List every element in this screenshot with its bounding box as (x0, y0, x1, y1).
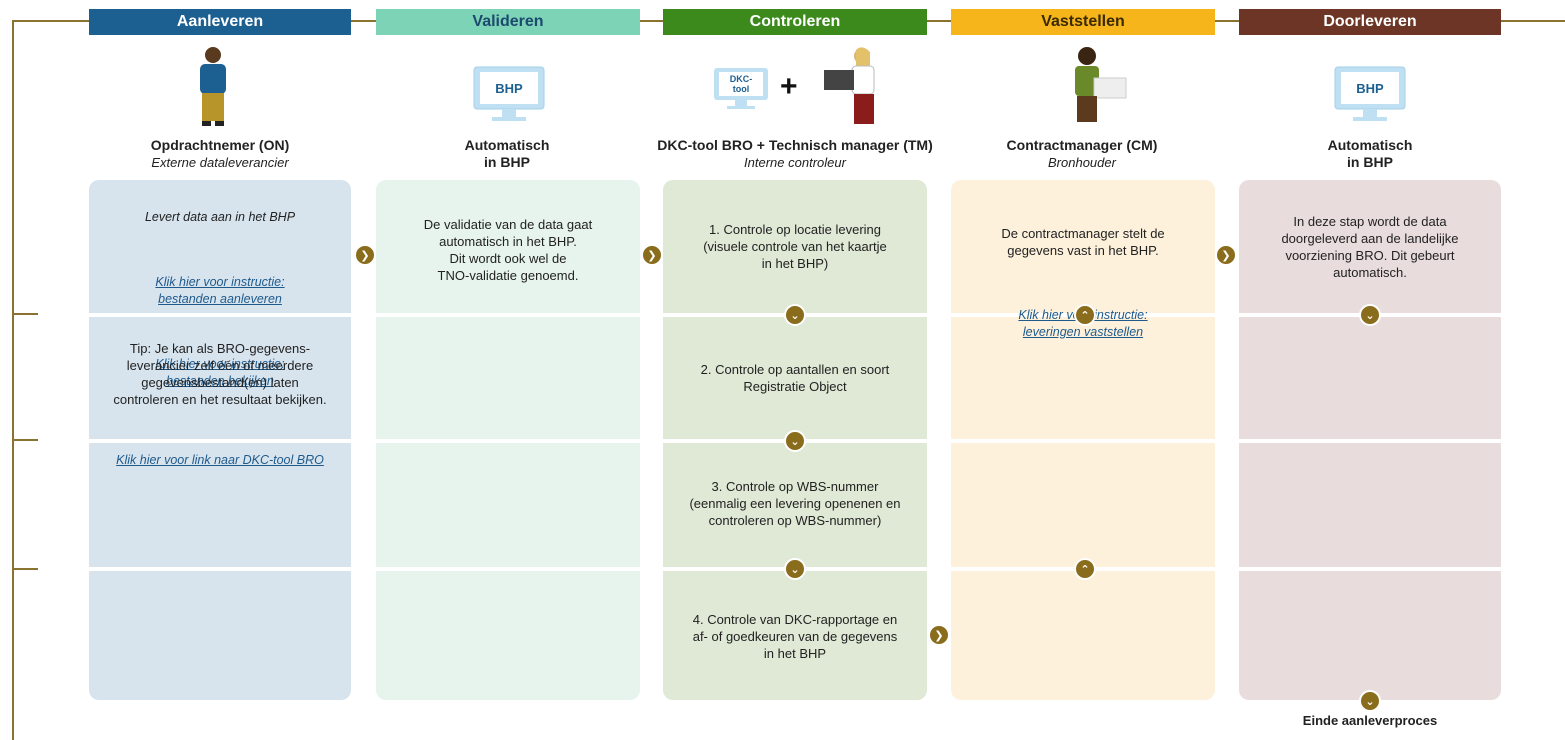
link-dkc-tool-bro[interactable]: Klik hier voor link naar DKC-tool BRO (116, 453, 324, 467)
row-tick-1 (12, 313, 38, 315)
vaststellen-text: De contractmanager stelt de gegevens vas… (1001, 226, 1165, 258)
controle-step-3: 3. Controle op WBS-nummer (eenmalig een … (689, 479, 901, 528)
row-tick-3 (12, 568, 38, 570)
arrow-down-icon[interactable]: ⌄ (784, 304, 806, 326)
end-label: Einde aanleverproces (1302, 713, 1438, 728)
header-valideren: Valideren (376, 9, 640, 35)
row-tick-2 (12, 439, 38, 441)
role-contractmanager: Contractmanager (CM) Bronhouder (951, 137, 1213, 171)
column-controleren: 1. Controle op locatie levering (visuele… (663, 180, 927, 700)
arrow-right-icon[interactable]: ❯ (1215, 244, 1237, 266)
role-technisch-manager: DKC-tool BRO + Technisch manager (TM) In… (630, 137, 960, 171)
role-title: DKC-tool BRO + Technisch manager (TM) (657, 137, 933, 153)
arrow-up-icon[interactable]: ⌃ (1074, 304, 1096, 326)
role-doorleveren: Automatisch in BHP (1239, 137, 1501, 171)
role-opdrachtnemer: Opdrachtnemer (ON) Externe dataleveranci… (89, 137, 351, 171)
column-valideren: De validatie van de data gaat automatisc… (376, 180, 640, 700)
arrow-down-icon[interactable]: ⌄ (784, 430, 806, 452)
frame-top-left-corner (12, 20, 26, 22)
controle-step-1: 1. Controle op locatie levering (visuele… (703, 222, 887, 271)
arrow-down-icon[interactable]: ⌄ (1359, 690, 1381, 712)
arrow-right-icon[interactable]: ❯ (354, 244, 376, 266)
svg-text:DKC-: DKC- (730, 74, 753, 84)
valideren-text: De validatie van de data gaat automatisc… (423, 217, 593, 283)
role-subtitle: Interne controleur (744, 155, 846, 170)
header-vaststellen: Vaststellen (951, 9, 1215, 35)
arrow-up-icon[interactable]: ⌃ (1074, 558, 1096, 580)
header-controleren: Controleren (663, 9, 927, 35)
svg-text:BHP: BHP (495, 81, 523, 96)
svg-text:BHP: BHP (1356, 81, 1384, 96)
arrow-right-icon[interactable]: ❯ (641, 244, 663, 266)
bhp-monitor-icon: BHP (473, 66, 545, 121)
link-bestanden-bekijken[interactable]: Klik hier voor instructie: bestanden bek… (155, 357, 285, 388)
role-title: Automatisch in BHP (1327, 137, 1413, 170)
column-vaststellen: De contractmanager stelt de gegevens vas… (951, 180, 1215, 700)
controle-step-4: 4. Controle van DKC-rapportage en af- of… (692, 612, 898, 661)
link-bestanden-aanleveren[interactable]: Klik hier voor instructie: bestanden aan… (155, 275, 285, 306)
frame-left-line (12, 20, 14, 740)
plus-icon: + (780, 70, 798, 103)
aanleveren-intro: Levert data aan in het BHP (144, 210, 296, 224)
svg-text:tool: tool (733, 84, 750, 94)
arrow-down-icon[interactable]: ⌄ (1359, 304, 1381, 326)
header-doorleveren: Doorleveren (1239, 9, 1501, 35)
controle-step-2: 2. Controle op aantallen en soort Regist… (700, 362, 890, 394)
aanleveren-tip: Tip: Je kan als BRO-gegevens- leverancie… (113, 341, 327, 407)
role-subtitle: Externe dataleverancier (151, 155, 289, 170)
role-valideren: Automatisch in BHP (376, 137, 638, 171)
role-subtitle: Bronhouder (1048, 155, 1116, 170)
role-title: Opdrachtnemer (ON) (150, 137, 290, 153)
bhp-monitor-icon-doorleveren: BHP (1334, 66, 1406, 121)
person-laptop-icon-technisch-manager (824, 47, 875, 124)
column-aanleveren: Levert data aan in het BHP Klik hier voo… (89, 180, 351, 700)
person-icon-opdrachtnemer (200, 47, 226, 126)
dkc-tool-monitor-icon: DKC- tool (714, 68, 768, 109)
arrow-right-icon[interactable]: ❯ (928, 624, 950, 646)
column-doorleveren: In deze stap wordt de data doorgeleverd … (1239, 180, 1501, 700)
doorleveren-text: In deze stap wordt de data doorgeleverd … (1281, 214, 1459, 280)
person-icon-contractmanager (1075, 47, 1127, 122)
header-aanleveren: Aanleveren (89, 9, 351, 35)
arrow-down-icon[interactable]: ⌄ (784, 558, 806, 580)
role-title: Automatisch in BHP (464, 137, 550, 170)
role-title: Contractmanager (CM) (1006, 137, 1158, 153)
